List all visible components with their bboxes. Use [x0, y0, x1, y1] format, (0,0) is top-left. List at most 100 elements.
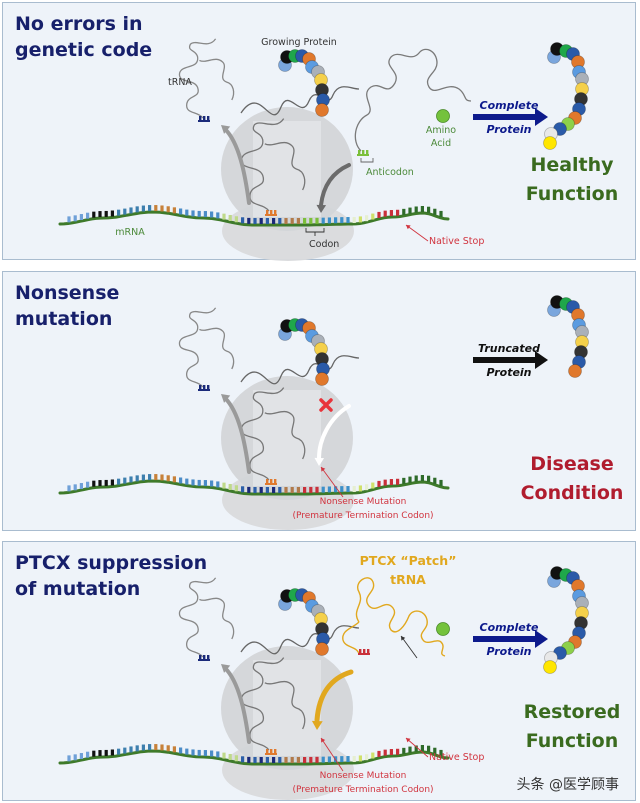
anticodon-base — [207, 116, 210, 121]
mrna-base — [141, 744, 145, 751]
outcome-label: Disease Condition — [517, 450, 627, 508]
native-stop-pointer — [405, 737, 429, 758]
anticodon-base — [362, 150, 365, 155]
mrna-base — [340, 486, 344, 493]
exit-arrow-head — [221, 125, 231, 134]
mrna-base — [427, 475, 431, 482]
patch-pointer — [400, 635, 418, 659]
mrna-base — [203, 211, 207, 218]
growing-protein-chain — [278, 49, 330, 117]
outcome-line: Function — [525, 730, 619, 752]
p-site-anticodon — [265, 479, 277, 485]
mrna-base — [371, 482, 375, 489]
mrna-base — [439, 479, 443, 486]
anticodon-base — [266, 479, 269, 484]
mrna-base — [272, 757, 276, 763]
mrna-base — [129, 746, 133, 753]
exiting-trna — [178, 38, 235, 119]
ribosome — [221, 107, 354, 261]
mrna-base — [253, 218, 257, 224]
anticodon-base — [363, 649, 366, 654]
mrna-base — [210, 480, 214, 487]
mrna-base — [309, 486, 313, 493]
outcome-line: Condition — [520, 482, 624, 504]
mrna-base — [79, 753, 83, 760]
mrna-base — [117, 478, 121, 485]
mrna-base — [135, 745, 139, 752]
mrna-base — [396, 478, 400, 485]
mrna-base — [197, 210, 201, 217]
mrna-base — [110, 749, 114, 756]
anticodon-base — [203, 385, 206, 390]
mrna-base — [284, 218, 288, 224]
mrna-base — [389, 479, 393, 486]
panel-title-line: PTCX suppression — [15, 552, 208, 574]
anticodon-base — [274, 479, 277, 484]
mrna-base — [365, 484, 369, 491]
arrow-head — [535, 630, 548, 648]
mrna-base — [222, 213, 226, 220]
mrna-base — [160, 744, 164, 751]
codon-label: Codon — [309, 239, 339, 250]
mrna-base — [340, 756, 344, 763]
amino-acid-bead — [436, 109, 450, 123]
p-site-trna-loops — [240, 355, 360, 385]
mrna-base — [402, 747, 406, 754]
anticodon-base — [367, 649, 370, 654]
mrna-strand — [58, 205, 450, 227]
mrna-base — [73, 484, 77, 491]
patch-trna-label: PTCX “Patch” — [360, 553, 457, 568]
mrna-base — [123, 477, 127, 484]
protein-bead — [315, 103, 329, 117]
mrna-base — [389, 749, 393, 756]
mrna-base — [191, 479, 195, 486]
mrna-base — [179, 747, 183, 754]
mrna-base — [371, 213, 375, 220]
mrna-base — [346, 217, 350, 224]
mrna-base — [104, 749, 108, 756]
anticodon-bracket — [360, 158, 374, 163]
anticodon-base — [207, 385, 210, 390]
mrna-base — [216, 751, 220, 758]
codon-bracket — [305, 228, 325, 236]
mrna-base — [352, 485, 356, 492]
mrna-base — [408, 746, 412, 753]
mrna-base — [259, 218, 263, 224]
result-arrow-label: Protein — [486, 645, 531, 658]
mrna-base — [110, 210, 114, 217]
mrna-base — [414, 206, 418, 213]
mrna-base — [327, 217, 331, 224]
anticodon-label: Anticodon — [366, 167, 414, 178]
mrna-base — [241, 486, 245, 493]
mrna-base — [272, 487, 276, 493]
mrna-base — [377, 211, 381, 218]
mrna-base — [414, 475, 418, 482]
mrna-base — [402, 477, 406, 484]
exiting-trna — [178, 577, 235, 658]
watermark: 头条 @医学顾事 — [516, 777, 619, 793]
patch-trna-label: tRNA — [390, 572, 426, 587]
nonsense-mutation-label: (Premature Termination Codon) — [292, 511, 433, 521]
outcome-line: Function — [525, 183, 619, 205]
mrna-base — [228, 214, 232, 221]
mrna-base — [73, 215, 77, 222]
mrna-base — [259, 757, 263, 763]
mrna-base — [197, 479, 201, 486]
mrna-base — [290, 218, 294, 224]
mrna-base — [110, 479, 114, 486]
mrna-base — [92, 480, 96, 487]
protein-bead — [543, 136, 557, 150]
mrna-base — [117, 748, 121, 755]
mrna-base — [259, 487, 263, 493]
outcome-label: Restored Function — [517, 698, 627, 756]
mrna-base — [234, 485, 238, 492]
p-site-anticodon — [265, 210, 277, 216]
amino-acid-label: Amino — [426, 125, 456, 136]
mrna-base — [321, 217, 325, 224]
arrow-shaft — [317, 404, 351, 460]
mrna-base — [216, 212, 220, 219]
mrna-base — [284, 757, 288, 763]
mrna-base — [377, 480, 381, 487]
panel-title-line: genetic code — [15, 39, 153, 61]
mrna-backbone — [58, 210, 450, 227]
